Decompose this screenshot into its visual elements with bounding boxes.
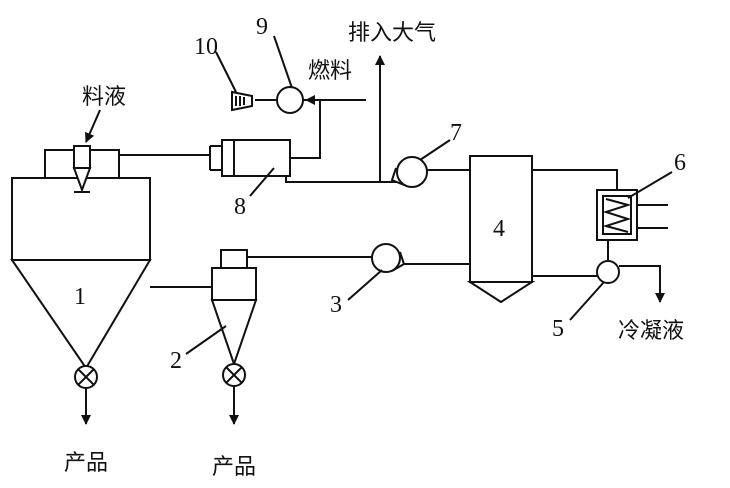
heat-exchanger-coil [602, 198, 632, 233]
dryer-chamber [11, 177, 151, 261]
heater-body [221, 139, 291, 177]
label-7: 7 [450, 120, 462, 146]
condenser-tower [469, 155, 533, 283]
fan-7 [390, 156, 428, 188]
spray-dryer [10, 145, 152, 389]
condensate-label: 冷凝液 [618, 319, 684, 344]
label-2: 2 [170, 348, 182, 374]
air-filter-10 [231, 90, 253, 112]
fan-7-outlet [390, 167, 405, 186]
piping [81, 55, 668, 425]
condenser-tower-bottom [466, 281, 536, 304]
label-6: 6 [674, 150, 686, 176]
exhaust-label: 排入大气 [348, 21, 436, 46]
fuel-label: 燃料 [308, 59, 352, 84]
label-4: 4 [493, 216, 505, 242]
heater-8 [209, 139, 291, 177]
cyclone-outlet-pipe [220, 249, 248, 269]
heat-exchanger [596, 189, 638, 241]
cyclone-cone [210, 299, 258, 368]
burner-fan-casing [276, 86, 304, 114]
pump-5 [596, 260, 620, 284]
label-9: 9 [256, 14, 268, 40]
burner-fan-9 [255, 86, 304, 114]
atomizer-tip [72, 167, 92, 193]
fan-3 [371, 243, 406, 273]
cyclone-separator [210, 249, 258, 387]
label-10: 10 [194, 34, 218, 60]
label-5: 5 [552, 316, 564, 342]
label-3: 3 [330, 292, 342, 318]
dryer-cone [10, 259, 152, 370]
product-2-label: 产品 [212, 455, 256, 480]
label-1: 1 [74, 284, 86, 310]
cyclone-body [211, 267, 257, 301]
label-8: 8 [234, 194, 246, 220]
leader-lines [185, 35, 673, 355]
atomizer-body [73, 145, 91, 169]
feed-liquid-label: 料液 [82, 85, 126, 110]
product-1-label: 产品 [64, 451, 108, 476]
fan-7-casing [396, 156, 428, 188]
